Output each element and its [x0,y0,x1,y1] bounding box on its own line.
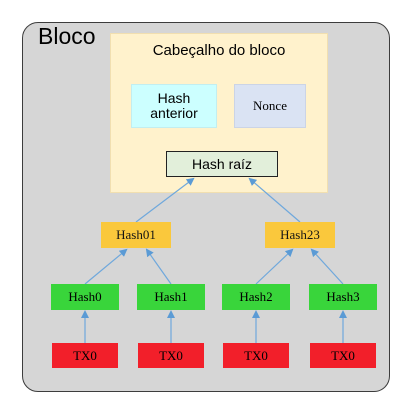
block-header-title: Cabeçalho do bloco [152,42,286,59]
root-hash-box: Hash raíz [166,151,278,177]
transaction-node-2: TX0 [223,343,289,368]
block-title: Bloco [38,23,96,49]
transaction-node-3: TX0 [310,343,376,368]
hash2-node: Hash2 [222,284,290,310]
hash1-node: Hash1 [137,284,205,310]
transaction-node-1: TX0 [138,343,204,368]
previous-hash-box: Hash anterior [131,84,217,128]
hash0-node: Hash0 [51,284,119,310]
nonce-box: Nonce [234,84,306,128]
hash01-node: Hash01 [101,222,171,248]
hash23-node: Hash23 [265,222,335,248]
hash3-node: Hash3 [309,284,377,310]
transaction-node-0: TX0 [52,343,118,368]
